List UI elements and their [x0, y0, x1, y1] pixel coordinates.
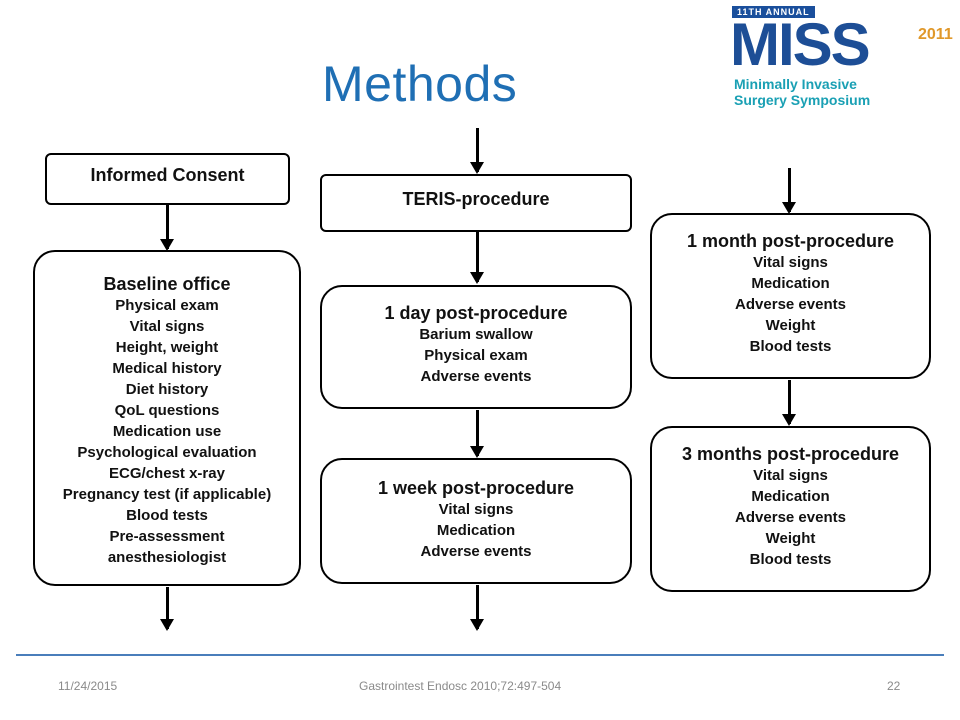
teris-procedure-label: TERIS-procedure	[402, 189, 550, 209]
logo-subtitle: Minimally Invasive Surgery Symposium	[734, 76, 870, 108]
footer-citation: Gastrointest Endosc 2010;72:497-504	[359, 679, 562, 693]
footer-date: 11/24/2015	[58, 679, 118, 693]
month3-item: Vital signs	[753, 467, 828, 484]
baseline-item: ECG/chest x-ray	[109, 465, 225, 482]
baseline-item: Vital signs	[129, 318, 205, 335]
arrow-consent-to-baseline	[160, 205, 174, 251]
month3-item: Medication	[751, 488, 830, 505]
month1-item: Medication	[751, 275, 830, 292]
arrow-teris-to-day1	[470, 232, 484, 284]
baseline-office-heading: Baseline office	[103, 274, 231, 294]
day1-item: Adverse events	[420, 368, 532, 385]
miss-logo: 11TH ANNUAL MISS 2011 Minimally Invasive…	[728, 4, 960, 108]
month1-item: Adverse events	[735, 296, 846, 313]
week1-item: Medication	[436, 522, 516, 539]
logo-brand: MISS	[730, 11, 871, 78]
informed-consent-box: Informed Consent	[45, 153, 290, 205]
footer-rule	[16, 654, 944, 656]
month3-item: Adverse events	[735, 509, 846, 526]
arrow-day1-to-week1	[470, 410, 484, 458]
logo-annual-label: 11TH ANNUAL	[732, 6, 815, 18]
arrow-baseline-out	[160, 587, 174, 631]
baseline-item: Pre-assessment	[109, 528, 225, 545]
logo-subtitle-line1: Minimally Invasive	[734, 76, 857, 92]
month1-heading: 1 month post-procedure	[686, 231, 894, 251]
baseline-item: Diet history	[125, 381, 209, 398]
arrow-week1-out	[470, 585, 484, 631]
baseline-item: Height, weight	[115, 339, 219, 356]
day1-item: Barium swallow	[419, 326, 533, 343]
week1-heading: 1 week post-procedure	[377, 478, 575, 498]
arrow-into-month1	[782, 168, 796, 214]
baseline-item: Psychological evaluation	[77, 444, 257, 461]
baseline-item: Pregnancy test (if applicable)	[62, 486, 272, 503]
arrow-into-teris	[470, 128, 484, 174]
teris-procedure-box: TERIS-procedure	[320, 174, 632, 232]
baseline-item: anesthesiologist	[107, 549, 227, 566]
baseline-item: Medication use	[112, 423, 222, 440]
baseline-item: QoL questions	[114, 402, 220, 419]
month1-item: Blood tests	[749, 338, 832, 355]
slide-title: Methods	[322, 56, 518, 112]
month1-item: Weight	[765, 317, 816, 334]
week1-item: Adverse events	[420, 543, 532, 560]
month1-item: Vital signs	[753, 254, 828, 271]
day1-heading: 1 day post-procedure	[384, 303, 568, 323]
logo-subtitle-line2: Surgery Symposium	[734, 92, 871, 108]
arrow-month1-to-month3	[782, 380, 796, 426]
day1-item: Physical exam	[424, 347, 528, 364]
informed-consent-label: Informed Consent	[90, 165, 245, 185]
baseline-item: Medical history	[112, 360, 222, 377]
month3-item: Weight	[765, 530, 816, 547]
week1-item: Vital signs	[438, 501, 514, 518]
baseline-item: Physical exam	[115, 297, 219, 314]
month3-item: Blood tests	[749, 551, 832, 568]
footer-page-number: 22	[887, 679, 901, 693]
month3-heading: 3 months post-procedure	[681, 444, 900, 464]
logo-year: 2011	[918, 26, 953, 43]
baseline-item: Blood tests	[126, 507, 208, 524]
